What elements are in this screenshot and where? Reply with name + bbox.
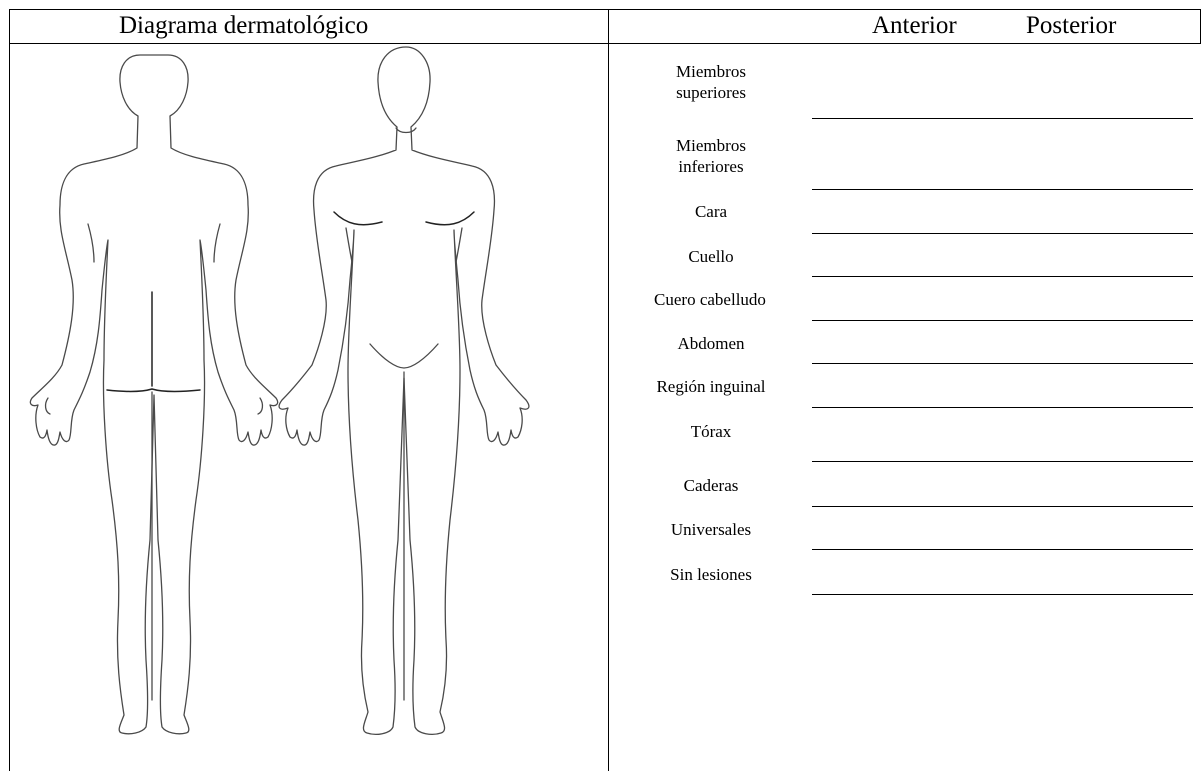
region-label-cuero-cabelludo: Cuero cabelludo xyxy=(632,289,788,310)
region-label-abdomen: Abdomen xyxy=(640,333,782,354)
region-label-miembros-superiores: Miembros superiores xyxy=(640,61,782,103)
region-line-cuello[interactable] xyxy=(812,276,1193,277)
body-figures xyxy=(0,44,600,771)
region-label-cuello: Cuello xyxy=(640,246,782,267)
region-label-torax: Tórax xyxy=(640,421,782,442)
diagram-title: Diagrama dermatológico xyxy=(119,10,368,42)
region-label-cara: Cara xyxy=(640,201,782,222)
region-line-miembros-inferiores[interactable] xyxy=(812,189,1193,190)
region-line-miembros-superiores[interactable] xyxy=(812,118,1193,119)
region-line-abdomen[interactable] xyxy=(812,363,1193,364)
region-label-universales: Universales xyxy=(640,519,782,540)
region-label-miembros-inferiores: Miembros inferiores xyxy=(640,135,782,177)
column-divider xyxy=(608,9,609,771)
region-line-cuero-cabelludo[interactable] xyxy=(812,320,1193,321)
region-label-region-inguinal: Región inguinal xyxy=(634,376,788,397)
region-line-region-inguinal[interactable] xyxy=(812,407,1193,408)
region-label-sin-lesiones: Sin lesiones xyxy=(640,564,782,585)
region-line-sin-lesiones[interactable] xyxy=(812,594,1193,595)
column-header-posterior: Posterior xyxy=(1026,10,1116,42)
region-line-universales[interactable] xyxy=(812,549,1193,550)
region-label-caderas: Caderas xyxy=(640,475,782,496)
table-right-border xyxy=(1200,9,1201,44)
column-header-anterior: Anterior xyxy=(872,10,957,42)
body-back-icon xyxy=(30,55,277,734)
region-line-caderas[interactable] xyxy=(812,506,1193,507)
region-line-torax[interactable] xyxy=(812,461,1193,462)
region-line-cara[interactable] xyxy=(812,233,1193,234)
body-front-icon xyxy=(279,47,529,734)
